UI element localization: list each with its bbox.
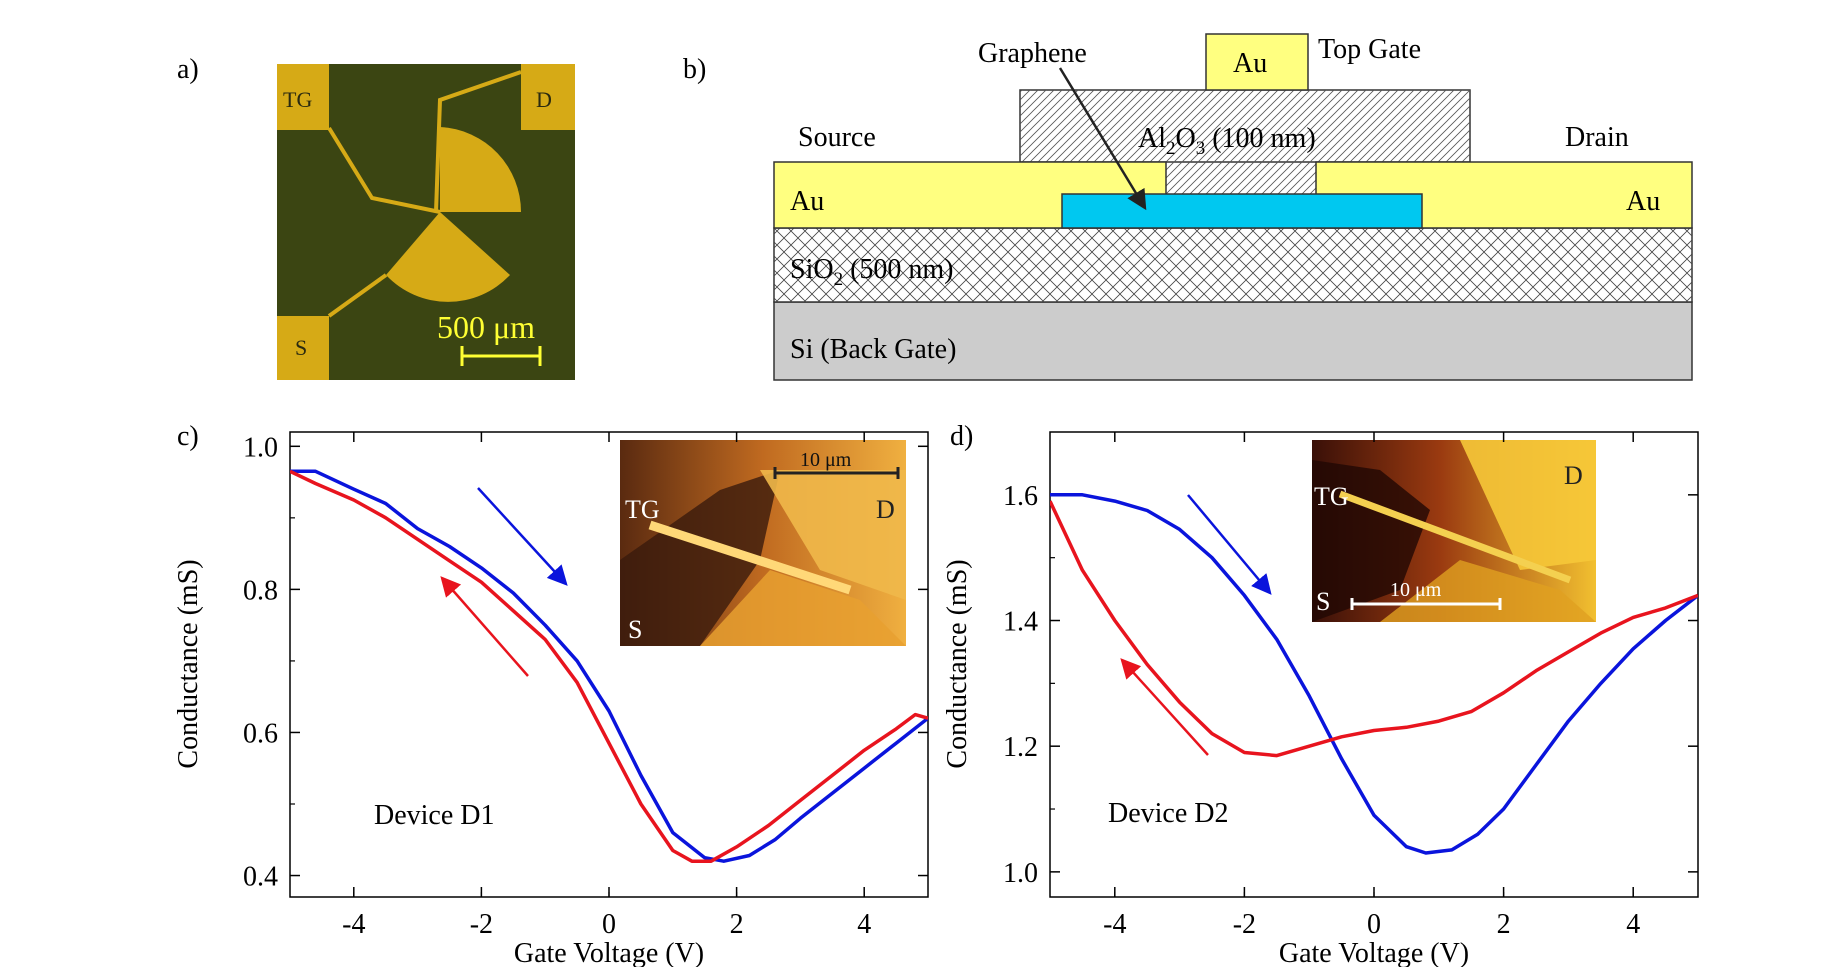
inset-d-scalebar-label: 10 μm <box>1390 579 1442 601</box>
series-line-down-c <box>290 469 928 863</box>
x-tick-label: 2 <box>730 909 744 940</box>
label-substrate: Si (Back Gate) <box>790 334 956 365</box>
y-tick-label: 1.6 <box>1003 481 1038 512</box>
label-top-gate-metal: Au <box>1233 48 1267 79</box>
lead-s <box>327 273 388 318</box>
panel-label-b: b) <box>683 54 706 85</box>
y-tick-label: 1.0 <box>1003 858 1038 889</box>
inset-c-label-d: D <box>876 495 895 524</box>
series-line-down-d <box>1050 493 1698 855</box>
inset-d-top-gate-finger <box>1338 490 1572 584</box>
y-tick-label: 1.4 <box>1003 607 1038 638</box>
pad-tg <box>277 64 329 130</box>
x-tick-label: -4 <box>342 909 365 940</box>
label-al2o3: Al2O3 (100 nm) <box>1138 123 1316 159</box>
sweep-up-arrow-c <box>440 576 529 677</box>
sweep-down-arrow-c <box>477 487 568 586</box>
pad-label-s: S <box>295 335 307 360</box>
graphene-layer <box>1061 193 1423 229</box>
y-tick-label: 1.2 <box>1003 732 1038 763</box>
label-top-gate: Top Gate <box>1318 34 1421 65</box>
chart-c: 10 μm TG D S -4 -2 0 2 4 0.4 0.6 0.8 1.0 Device … <box>173 431 929 967</box>
x-tick-label: 4 <box>1626 909 1640 940</box>
si-back-gate-layer <box>773 301 1693 381</box>
series-line-up-d <box>1050 500 1698 758</box>
y-tick-label: 0.6 <box>243 718 278 749</box>
x-tick-label: -2 <box>1233 909 1256 940</box>
x-axis-label-c: Gate Voltage (V) <box>514 938 704 967</box>
x-tick-label: -2 <box>470 909 493 940</box>
x-tick-label: 2 <box>1497 909 1511 940</box>
label-sio2: SiO2 (500 nm) <box>790 254 954 290</box>
inset-d-electrode-d <box>1460 440 1596 570</box>
ticks-c: -4 -2 0 2 4 0.4 0.6 0.8 1.0 <box>243 432 928 940</box>
label-source-metal: Au <box>790 186 824 217</box>
inset-c-electrode-s <box>700 570 906 646</box>
sweep-down-arrow-d <box>1187 494 1272 595</box>
graphene-pointer-arrow <box>1058 67 1147 211</box>
x-axis-label-d: Gate Voltage (V) <box>1279 938 1469 967</box>
panel-label-a: a) <box>177 54 199 85</box>
y-tick-label: 0.8 <box>243 575 278 606</box>
inset-d-label-d: D <box>1564 461 1583 490</box>
inset-c-electrode-d <box>760 470 906 600</box>
top-gate-contact <box>1205 33 1309 91</box>
label-drain-metal: Au <box>1626 186 1660 217</box>
inset-d-label-s: S <box>1316 587 1330 616</box>
inset-c-top-gate-finger <box>648 520 852 595</box>
sweep-up-arrow-d <box>1120 658 1209 756</box>
scalebar-label: 500 μm <box>437 309 535 345</box>
label-graphene: Graphene <box>978 38 1087 69</box>
chart-d: 10 μm TG D S -4 -2 0 2 4 1.0 1.2 1.4 1.6 Device … <box>942 431 1699 967</box>
inset-c: 10 μm TG D S <box>620 440 906 646</box>
inset-c-label-tg: TG <box>625 495 660 524</box>
inset-d-label-tg: TG <box>1314 482 1349 511</box>
y-axis-label-c: Conductance (mS) <box>173 559 204 768</box>
lead-d <box>434 70 522 213</box>
label-drain: Drain <box>1565 122 1629 153</box>
inset-c-scalebar-label: 10 μm <box>800 449 852 471</box>
pad-d <box>521 64 575 130</box>
device-cross-section: Graphene Au Top Gate Source Drain Au Au … <box>773 33 1693 381</box>
sector-source <box>386 212 510 302</box>
panel-label-d: d) <box>950 421 973 452</box>
inset-c-dark-region <box>620 470 780 646</box>
x-tick-label: 0 <box>1367 909 1381 940</box>
ticks-d: -4 -2 0 2 4 1.0 1.2 1.4 1.6 <box>1003 432 1698 940</box>
y-axis-label-d: Conductance (mS) <box>942 559 973 768</box>
y-tick-label: 1.0 <box>243 432 278 463</box>
x-tick-label: -4 <box>1103 909 1126 940</box>
annotation-c: Device D1 <box>374 800 495 831</box>
y-tick-label: 0.4 <box>243 862 278 893</box>
device-micrograph: TG D S 500 μm <box>277 64 575 380</box>
panel-label-c: c) <box>177 421 199 452</box>
scalebar <box>460 346 542 366</box>
sio2-hatch <box>774 228 1692 302</box>
inset-d: 10 μm TG D S <box>1312 440 1596 622</box>
lines-d <box>1050 493 1698 855</box>
x-tick-label: 4 <box>857 909 871 940</box>
pad-s <box>277 316 329 380</box>
annotation-d: Device D2 <box>1108 798 1229 829</box>
inset-c-label-s: S <box>628 615 642 644</box>
al2o3-lower-hatch <box>1166 162 1316 194</box>
x-tick-label: 0 <box>602 909 616 940</box>
sector-drain <box>440 127 522 212</box>
lines-c <box>290 469 928 863</box>
inset-d-electrode-s <box>1380 560 1596 622</box>
lead-tg <box>327 126 441 214</box>
pad-label-tg: TG <box>283 87 312 112</box>
inset-d-scalebar <box>1350 598 1502 610</box>
label-source: Source <box>798 122 876 153</box>
pad-label-d: D <box>536 87 552 112</box>
inset-d-dark-region <box>1312 460 1430 622</box>
series-line-up-c <box>290 469 928 863</box>
inset-c-scalebar <box>773 467 900 479</box>
